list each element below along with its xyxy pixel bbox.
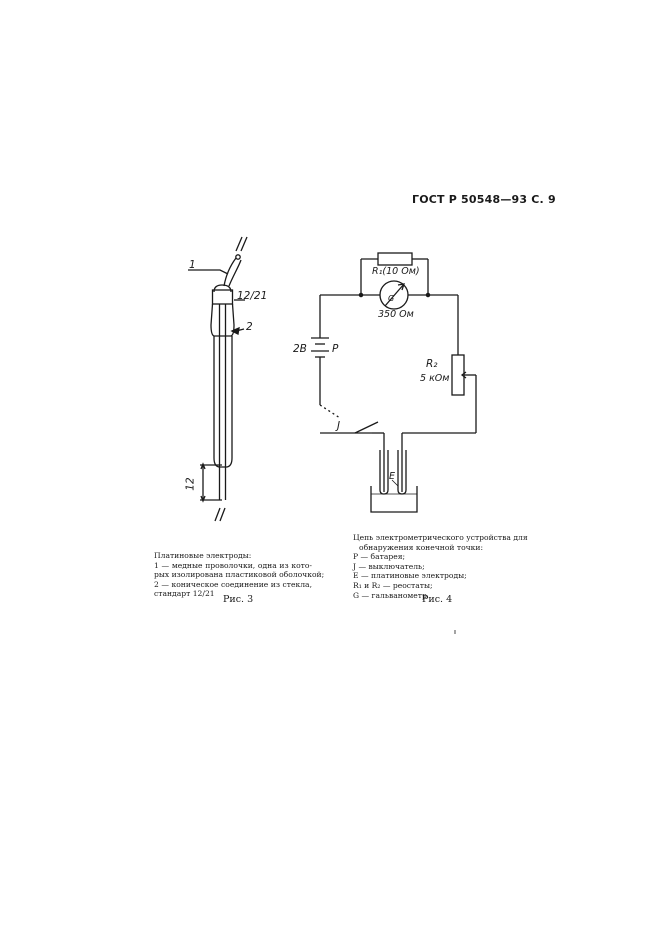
fig3-caption-line: рых изолирована пластиковой оболочкой; [154,570,325,580]
label-galvanometer: G [388,294,395,303]
fig4-caption-title-2: обнаружения конечной точки: [359,542,484,552]
fig3-caption-title: Платиновые электроды: [154,551,252,560]
label-wire: 1 [189,259,196,271]
label-cone: 2 [246,321,253,333]
fig4-caption-title: Цепь электрометрического устройства для [353,533,528,542]
fig4-caption-line: G — гальванометр [353,590,427,600]
label-r1: R₁(10 Ом) [372,266,420,277]
fig4-name: Рис. 4 [422,594,453,605]
page-header: ГОСТ Р 50548—93 С. 9 [412,193,556,206]
label-dimension: 12 [184,477,197,491]
fig4-caption-line: J — выключатель; [353,561,425,571]
fig4-caption-line: P — батарея; [353,552,406,562]
fig3-caption-line: 1 — медные проволочки, одна из кото- [154,560,312,570]
fig3-name: Рис. 3 [223,594,254,605]
label-galvanometer-value: 350 Ом [378,309,414,320]
electrode-drawing [188,236,248,522]
fig3-caption-line: 2 — коническое соединение из стекла, [154,579,312,589]
fig4-caption-line: E — платиновые электроды; [353,571,467,581]
label-battery: P [332,343,339,355]
label-r2-value: 5 кОм [420,373,450,384]
label-electrodes: E [389,471,396,482]
fig4-caption: Цепь электрометрического устройства для … [353,533,528,600]
label-r2: R₂ [426,358,438,370]
label-battery-voltage: 2В [293,343,307,355]
fig4-caption-line: R₁ и R₂ — реостаты; [353,580,433,590]
fig3-caption-line: стандарт 12/21 [154,589,215,599]
label-switch: J [337,420,341,432]
fig3-caption: Платиновые электроды: 1 — медные проволо… [154,551,325,599]
circuit-drawing [311,252,477,634]
label-joint: 12/21 [237,290,268,302]
